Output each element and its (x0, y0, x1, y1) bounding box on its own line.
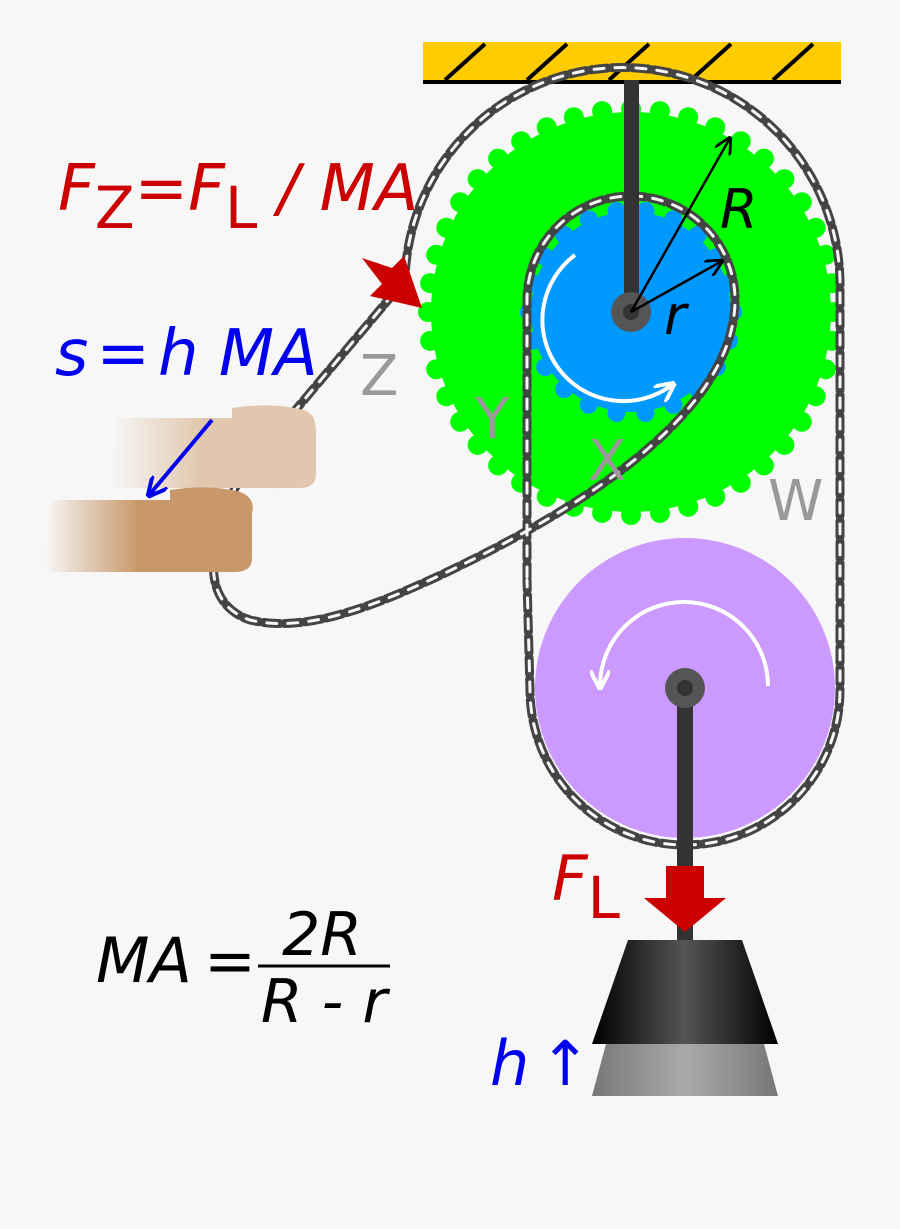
lift-arrow-icon: ↑ (539, 1027, 591, 1100)
sprocket-tooth (664, 395, 683, 414)
mechanical-advantage-formula: MA = 2R R - r (96, 900, 390, 1037)
chain (208, 63, 845, 850)
sprocket-tooth (791, 411, 812, 432)
sprocket-tooth (420, 273, 441, 294)
sprocket-tooth (649, 101, 670, 122)
sprocket-tooth (774, 434, 795, 455)
outer-radius-arrow (629, 138, 730, 313)
counterclockwise-arrow-icon (600, 600, 770, 686)
sprocket-tooth (467, 434, 488, 455)
sprocket-tooth (426, 244, 447, 265)
upper-hanger-rod (624, 80, 639, 312)
lift-height-label: h↑ (490, 1027, 591, 1100)
distance-formula: s=h MA (55, 317, 318, 391)
sprocket-tooth (536, 117, 557, 138)
sprocket-tooth (791, 192, 812, 213)
sprocket-tooth (636, 202, 655, 220)
ma-denominator: R - r (261, 967, 390, 1037)
ma-lhs: MA (96, 924, 192, 997)
inner-radius-arrow (630, 261, 722, 314)
sprocket-tooth (664, 210, 683, 229)
ma-numerator: 2R (282, 900, 362, 970)
force-formula: FZ=FL / MA (58, 152, 419, 242)
sprocket-tooth (579, 210, 598, 229)
sprocket-tooth (426, 359, 447, 380)
ceiling-mount (423, 42, 841, 84)
sprocket-tooth (592, 101, 613, 122)
sprocket-tooth (730, 131, 751, 152)
sprocket-tooth (579, 395, 598, 414)
load-force-label: FL (552, 842, 620, 932)
inner-radius-label: r (664, 284, 689, 347)
sprocket-tooth (678, 496, 699, 517)
chain-label-y: Y (474, 387, 510, 452)
outer-radius-label: R (720, 178, 758, 241)
chain-label-w: W (768, 469, 823, 534)
sprocket-tooth (705, 486, 726, 507)
sprocket-tooth (563, 107, 584, 128)
sprocket-tooth (592, 502, 613, 523)
sprocket-tooth (815, 359, 836, 380)
clockwise-arrow-icon (540, 253, 672, 404)
sprocket-tooth (753, 455, 774, 476)
sprocket-tooth (805, 386, 826, 407)
load-weight-shadow (592, 1044, 778, 1096)
sprocket-tooth (621, 505, 641, 525)
sprocket-tooth (730, 472, 751, 493)
sprocket-tooth (555, 380, 574, 399)
sprocket-tooth (815, 244, 836, 265)
sprocket-tooth (753, 148, 774, 169)
hand-end (45, 487, 253, 573)
pull-force-arrow (362, 256, 422, 308)
sprocket-tooth (774, 169, 795, 190)
sprocket-tooth (418, 302, 438, 322)
sprocket-tooth (450, 411, 471, 432)
sprocket-tooth (536, 358, 555, 377)
sprocket-tooth (511, 131, 532, 152)
sprocket-tooth (678, 107, 699, 128)
sprocket-tooth (536, 486, 557, 507)
sprocket-tooth (705, 117, 726, 138)
sprocket-tooth (607, 404, 626, 422)
sprocket-tooth (649, 502, 670, 523)
sprocket-tooth (607, 202, 626, 220)
sprocket-tooth (436, 217, 457, 238)
hand-start (110, 405, 316, 489)
load-weight (592, 940, 778, 1044)
arrow-down-left-icon (150, 418, 214, 494)
chain-label-x: X (588, 429, 626, 494)
sprocket-tooth (467, 169, 488, 190)
ma-equals: = (204, 924, 256, 997)
sprocket-tooth (450, 192, 471, 213)
sprocket-tooth (805, 217, 826, 238)
sprocket-tooth (420, 330, 441, 351)
load-force-arrow (644, 866, 726, 932)
sprocket-tooth (436, 386, 457, 407)
chain-label-z: Z (360, 344, 398, 409)
sprocket-tooth (488, 455, 509, 476)
sprocket-tooth (636, 404, 655, 422)
sprocket-tooth (488, 148, 509, 169)
